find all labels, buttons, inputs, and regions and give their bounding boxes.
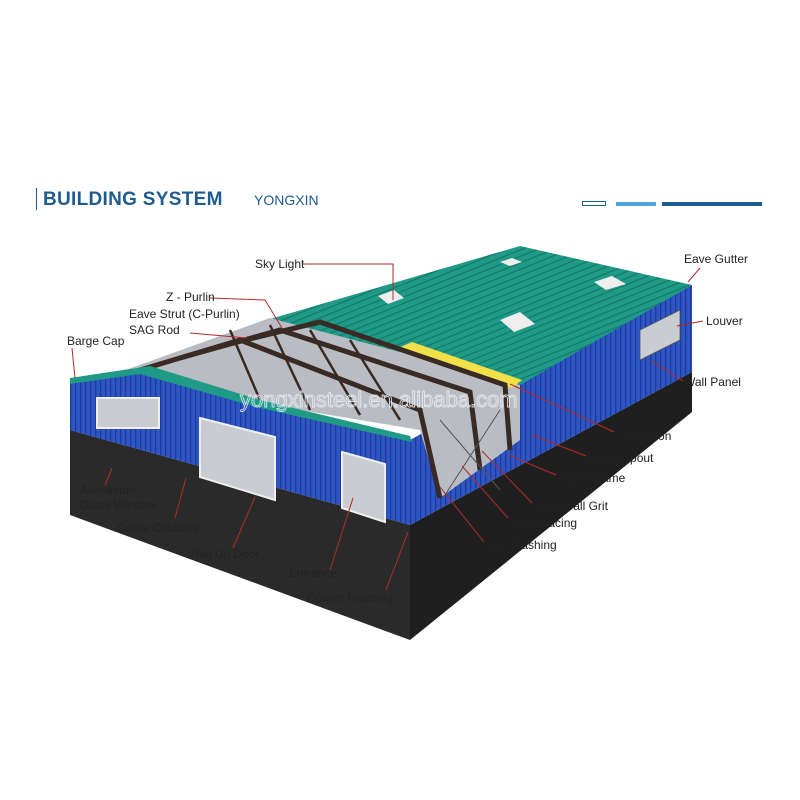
roof-panel: [260, 246, 692, 385]
label-entrance: Entrance: [289, 566, 337, 580]
roll-up-door: [199, 416, 276, 502]
label-gable-cladding: Gable Cladding: [117, 521, 200, 535]
polyline-shape: [71, 347, 76, 379]
label-side-wall-grit: Side Wall Grit: [535, 499, 609, 513]
label-down-spout: Down Spout: [588, 451, 654, 465]
label-aluminium: Aluminium: [80, 483, 136, 497]
skylight-3: [594, 276, 626, 290]
header-accent-bar: [36, 188, 37, 210]
label-eave-gutter: Eave Gutter: [684, 252, 748, 266]
polyline-shape: [461, 465, 509, 519]
label-sky-light: Sky Light: [255, 257, 305, 271]
label-drip-flashing: Drip Flashing: [486, 538, 557, 552]
line-shape: [348, 339, 402, 421]
rigid-frames: [139, 319, 513, 499]
label-sag-rod: SAG Rod: [129, 323, 180, 337]
polyline-shape: [104, 467, 113, 486]
label-z-purlin: Z - Purlin: [166, 290, 215, 304]
entrance-door: [341, 450, 386, 524]
polyline-shape: [232, 496, 256, 549]
label-rod-bracing: Rod Bracing: [511, 516, 577, 530]
polyline-shape: [481, 450, 533, 504]
label-roll-up-door: Roll Up Door: [191, 547, 260, 561]
line-shape: [228, 329, 262, 401]
label-barge-cap: Barge Cap: [67, 334, 125, 348]
line-shape: [444, 409, 501, 496]
polyline-shape: [385, 531, 409, 591]
rod-bracing: [439, 409, 501, 496]
purlins: [228, 324, 402, 421]
line-shape: [268, 324, 312, 411]
line-shape: [439, 419, 501, 491]
louver: [639, 309, 681, 361]
label-wall-panel: Wall Panel: [684, 375, 741, 389]
page-title: BUILDING SYSTEM: [43, 189, 223, 210]
label-eave-strut: Eave Strut (C-Purlin): [129, 307, 240, 321]
insulation-strip: [398, 342, 522, 388]
decor-line-outline: [582, 201, 606, 206]
decor-line-dark: [662, 202, 762, 206]
aluminium-glass-window: [96, 397, 160, 429]
gable-roof-edge: [70, 366, 412, 442]
brand-name: YONGXIN: [254, 192, 319, 208]
foundation-front: [70, 430, 410, 640]
label-insulation: Insulation: [620, 429, 671, 443]
label-rigid-frame: Rigid Frame: [560, 471, 626, 485]
decor-line-light: [616, 202, 656, 206]
polyline-shape: [687, 267, 701, 283]
polyline-shape: [329, 497, 354, 571]
label-louver: Louver: [706, 314, 743, 328]
polyline-shape: [189, 332, 248, 339]
label-corner-flashing: Corner Flashing: [307, 591, 392, 605]
polyline-shape: [507, 454, 557, 476]
polyline-shape: [439, 486, 485, 543]
polyline-shape: [649, 359, 684, 382]
skylight-4: [500, 258, 522, 266]
polyline-shape: [174, 477, 187, 519]
polyline-shape: [302, 263, 394, 300]
label-glass-window: Glass Window: [80, 498, 157, 512]
skylight-2: [500, 312, 535, 332]
polyline-shape: [209, 297, 283, 329]
cutaway-interior: [120, 318, 520, 498]
foundation-side: [410, 372, 692, 640]
polyline-shape: [224, 319, 513, 451]
skylight-1: [378, 290, 404, 304]
watermark: yongxinsteel.en.alibaba.com: [240, 387, 518, 412]
polyline-shape: [531, 434, 587, 457]
leader-lines: [71, 263, 704, 591]
polyline-shape: [676, 320, 704, 327]
line-shape: [308, 329, 362, 416]
polyline-shape: [509, 383, 615, 433]
